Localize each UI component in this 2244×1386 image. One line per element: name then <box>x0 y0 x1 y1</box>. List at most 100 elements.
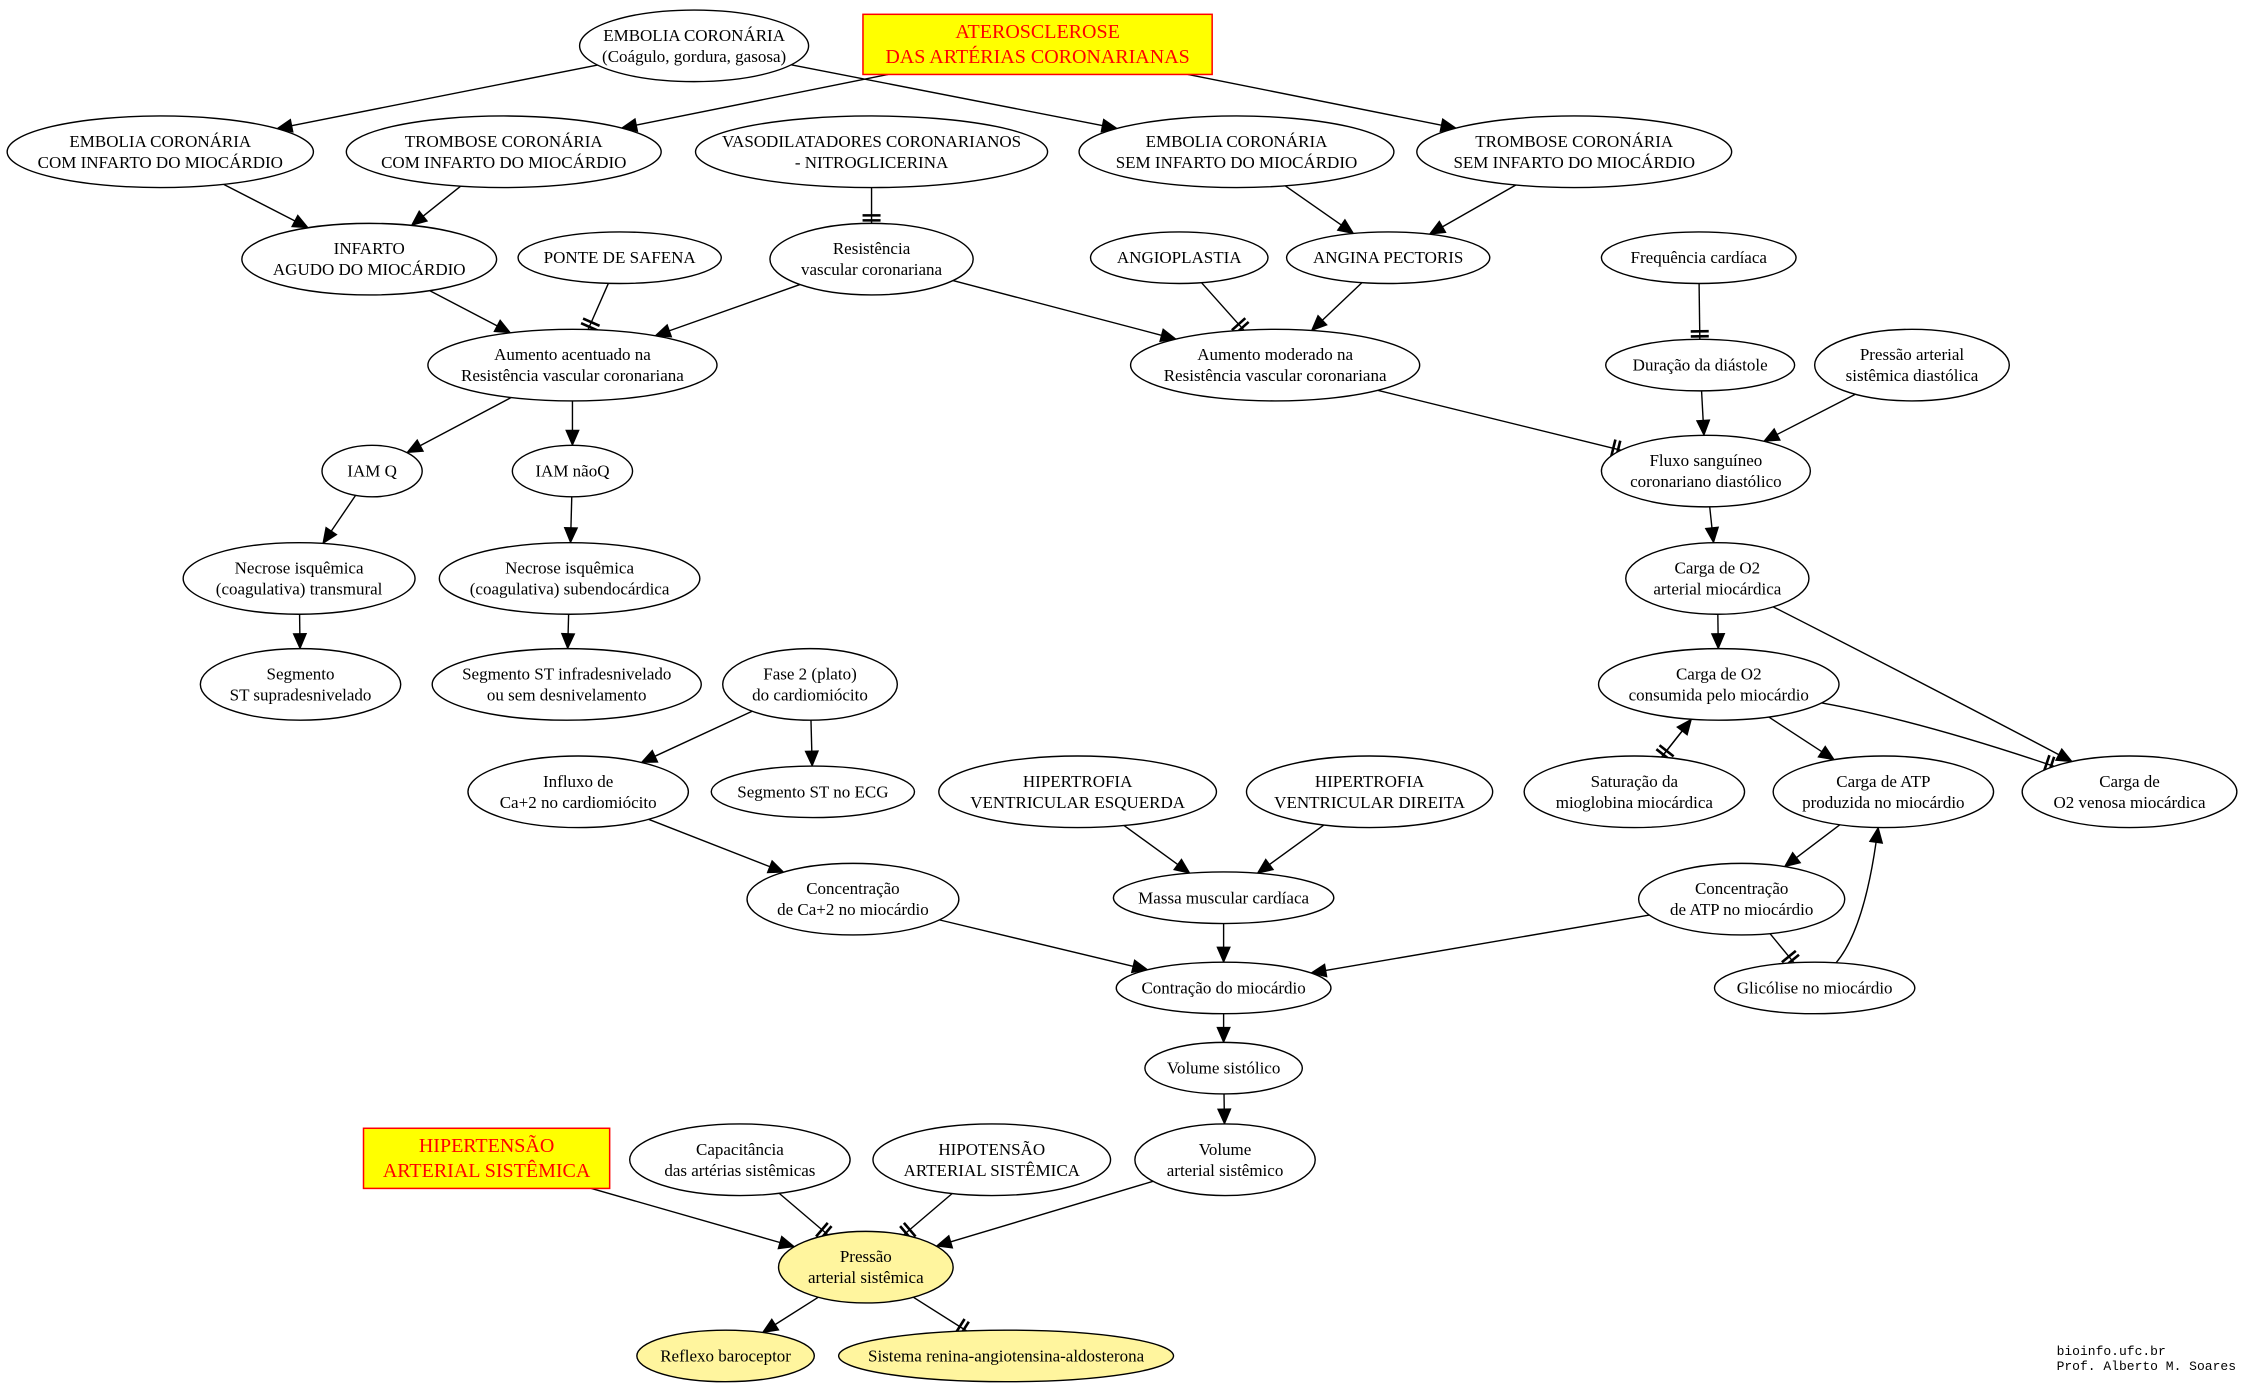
node-ellipse <box>1245 755 1494 829</box>
edge-conc_ca-to-contracao <box>939 919 1149 974</box>
node-label-line: Frequência cardíaca <box>1631 248 1768 267</box>
edge-saturacao-to-carga_cons <box>1661 718 1693 758</box>
node-label-line: ou sem desnivelamento <box>487 685 647 704</box>
edge-line <box>903 1192 953 1236</box>
node-label-line: VENTRICULAR DIREITA <box>1274 793 1466 812</box>
node-label-line: de ATP no miocárdio <box>1670 900 1813 919</box>
arrowhead <box>1710 633 1726 650</box>
node-label-line: ANGINA PECTORIS <box>1313 248 1463 267</box>
node-ellipse <box>1625 541 1810 615</box>
node-label-line: Sistema renina-angiotensina-aldosterona <box>868 1346 1145 1365</box>
arrowhead <box>1762 427 1781 442</box>
edge-line <box>567 614 570 634</box>
node-ellipse <box>1597 647 1840 721</box>
node-ellipse <box>1772 755 1995 829</box>
arrowhead <box>1216 1026 1231 1044</box>
edge-hvd-to-massa <box>1256 824 1325 874</box>
inhibition-edge-hipot-to-pressao <box>899 1192 953 1241</box>
edge-line <box>291 64 598 127</box>
arrowhead <box>1695 419 1711 437</box>
node-ellipse <box>746 862 960 936</box>
arrowhead <box>766 859 785 874</box>
node-label-line: - NITROGLICERINA <box>795 153 949 172</box>
node-ellipse <box>1115 961 1332 1015</box>
node-label-line: Fase 2 (plato) <box>763 664 856 683</box>
node-label-line: Glicólise no miocárdio <box>1737 978 1893 997</box>
node-label-line: Pressão arterial <box>1860 345 1965 364</box>
inhibition-edge-aum_mod-to-fluxo <box>1377 389 1622 459</box>
node-label-line: arterial sistêmico <box>1167 1161 1284 1180</box>
node-ellipse <box>722 647 899 721</box>
edge-line <box>791 64 1103 127</box>
node-label-line: ST supradesnivelado <box>230 685 372 704</box>
node-ellipse <box>636 1329 816 1383</box>
node-ellipse <box>777 1230 954 1304</box>
node-ellipse <box>511 444 634 498</box>
node-label-line: Aumento moderado na <box>1197 345 1353 364</box>
edge-line <box>1768 716 1823 753</box>
node-label-line: das artérias sistêmicas <box>664 1161 815 1180</box>
edge-carga_art-to-carga_cons <box>1710 614 1726 650</box>
node-label-line: consumida pelo miocárdio <box>1629 685 1809 704</box>
edge-line <box>669 283 801 332</box>
node-label-line: (coagulativa) transmural <box>216 579 383 598</box>
edge-line <box>950 1180 1154 1243</box>
edge-contracao-to-vol_sist <box>1216 1013 1231 1044</box>
arrowhead <box>1216 1108 1232 1126</box>
node-label-line: COM INFARTO DO MIOCÁRDIO <box>381 153 626 172</box>
node-label-line: EMBOLIA CORONÁRIA <box>1146 132 1329 151</box>
node-label-line: VASODILATADORES CORONARIANOS <box>722 132 1021 151</box>
node-vol_sist: Volume sistólico <box>1144 1041 1304 1095</box>
node-ellipse <box>1600 434 1812 508</box>
node-ellipse <box>694 115 1049 189</box>
node-ellipse <box>1713 961 1916 1015</box>
node-label-line: (Coágulo, gordura, gasosa) <box>602 47 786 66</box>
edge-line <box>419 396 512 447</box>
edge-line <box>654 710 753 757</box>
node-label-line: Carga de ATP <box>1836 772 1930 791</box>
node-ellipse <box>628 1123 851 1197</box>
highlight-box <box>362 1127 611 1190</box>
node-label-line: (coagulativa) subendocárdica <box>470 579 670 598</box>
node-freq: Frequência cardíaca <box>1600 231 1797 285</box>
edge-line <box>587 283 610 330</box>
arrowhead <box>654 323 673 338</box>
node-label-line: TROMBOSE CORONÁRIA <box>405 132 604 151</box>
edge-line <box>774 1296 819 1326</box>
node-tromb_com: TROMBOSE CORONÁRIA COM INFARTO DO MIOCÁRD… <box>345 115 662 189</box>
node-ellipse <box>1637 862 1846 936</box>
node-ellipse <box>1134 1123 1316 1197</box>
edge-necrose_s-to-seg_infra <box>560 614 576 650</box>
diagram-edges <box>223 64 2074 1338</box>
edge-line <box>570 496 573 528</box>
node-contracao: Contração do miocárdio <box>1115 961 1332 1015</box>
node-ellipse <box>431 647 702 721</box>
inhibition-edge-angioplastia-to-aum_mod <box>1200 282 1250 335</box>
arrowhead <box>322 526 338 545</box>
node-label-line: produzida no miocárdio <box>1802 793 1964 812</box>
node-label-line: Concentração <box>1695 879 1788 898</box>
edge-line <box>1325 914 1650 972</box>
node-label-line: HIPOTENSÃO <box>938 1140 1045 1159</box>
node-ellipse <box>938 755 1218 829</box>
node-ellipse <box>467 755 690 829</box>
node-label-line: ARTERIAL SISTÊMICA <box>383 1159 591 1182</box>
edge-line <box>330 495 357 532</box>
arrowhead <box>804 750 820 768</box>
node-ellipse <box>182 541 416 615</box>
edge-line <box>1123 824 1179 865</box>
node-ellipse <box>199 647 402 721</box>
edge-infarto-to-aum_ac <box>429 290 512 334</box>
node-label-line: Volume sistólico <box>1167 1059 1281 1078</box>
node-seg_ecg: Segmento ST no ECG <box>710 765 916 819</box>
node-label-line: Duração da diástole <box>1633 356 1768 375</box>
edge-aum_ac-to-iamq <box>405 396 512 454</box>
node-label-line: SEM INFARTO DO MIOCÁRDIO <box>1116 153 1358 172</box>
